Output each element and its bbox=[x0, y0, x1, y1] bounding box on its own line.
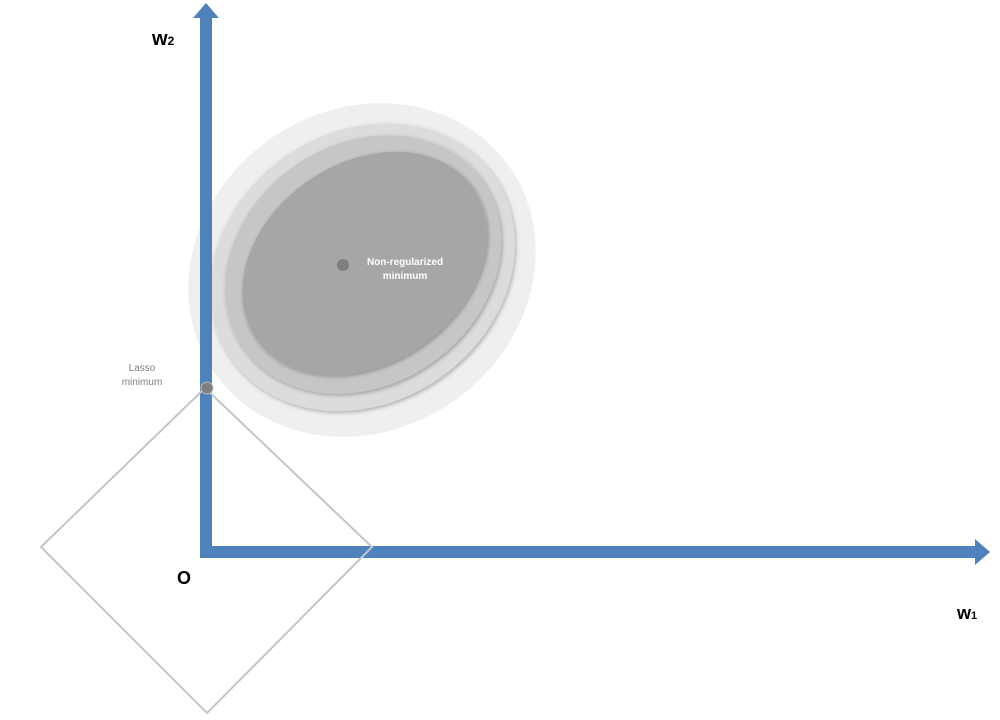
non-regularized-minimum-point bbox=[337, 259, 349, 271]
x-axis bbox=[200, 546, 978, 558]
lasso-constraint-diamond bbox=[39, 386, 374, 715]
y-axis bbox=[200, 15, 212, 558]
x-axis-label: w1 bbox=[957, 603, 978, 623]
y-axis-arrow bbox=[193, 3, 219, 18]
x-axis-arrow bbox=[975, 539, 990, 565]
contour-inner bbox=[242, 151, 488, 375]
y-axis-label: w2 bbox=[152, 28, 175, 50]
lasso-minimum-point bbox=[200, 381, 214, 395]
origin-label: O bbox=[177, 568, 192, 588]
